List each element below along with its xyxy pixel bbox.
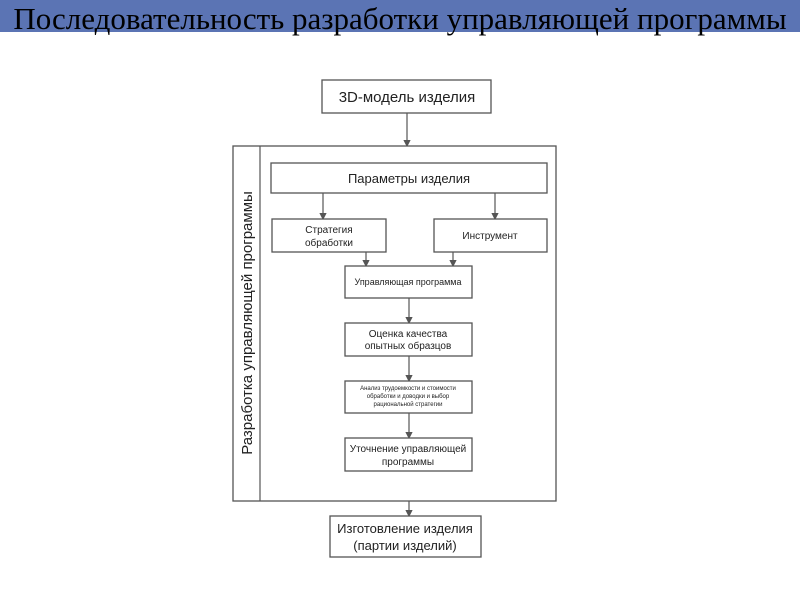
node-program: Управляющая программа (344, 265, 473, 299)
svg-text:рациональной стратегии: рациональной стратегии (374, 401, 443, 408)
svg-text:опытных образцов: опытных образцов (365, 340, 452, 352)
svg-text:обработки и доводки и выбор: обработки и доводки и выбор (367, 394, 450, 400)
node-strategy: Стратегия обработки (271, 218, 387, 253)
node-tool: Инструмент (433, 218, 548, 253)
group-label: Разработка управляющей программы (239, 191, 256, 455)
svg-text:программы: программы (382, 457, 434, 468)
node-params: Параметры изделия (270, 162, 548, 194)
svg-text:3D-модель изделия: 3D-модель изделия (339, 89, 476, 106)
node-3d-model: 3D-модель изделия (321, 79, 492, 114)
svg-text:Управляющая программа: Управляющая программа (355, 277, 462, 287)
svg-text:Оценка качества: Оценка качества (369, 329, 448, 340)
svg-text:Инструмент: Инструмент (462, 231, 518, 242)
node-analysis: Анализ трудоемкости и стоимости обработк… (344, 380, 473, 414)
svg-text:Уточнение управляющей: Уточнение управляющей (350, 444, 467, 455)
svg-text:Стратегия: Стратегия (305, 225, 352, 236)
svg-text:обработки: обработки (305, 237, 353, 249)
node-quality: Оценка качества опытных образцов (344, 322, 473, 357)
svg-text:(партии изделий): (партии изделий) (353, 538, 456, 553)
svg-text:Анализ трудоемкости и стоимост: Анализ трудоемкости и стоимости (360, 386, 456, 392)
node-manufacture: Изготовление изделия (партии изделий) (329, 515, 482, 558)
page-title: Последовательность разработки управляюще… (13, 1, 787, 36)
node-refine: Уточнение управляющей программы (344, 437, 473, 472)
svg-text:Параметры изделия: Параметры изделия (348, 171, 470, 186)
title-band (0, 0, 800, 32)
svg-text:Изготовление изделия: Изготовление изделия (337, 521, 473, 536)
